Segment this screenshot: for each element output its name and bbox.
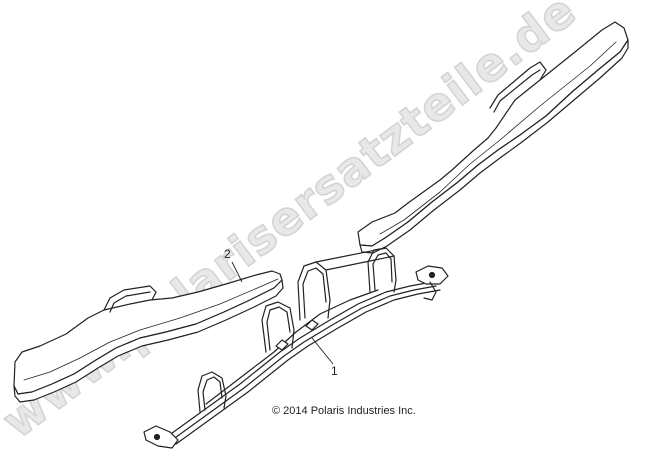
frame-assembly: [144, 248, 448, 448]
copyright-text: © 2014 Polaris Industries Inc.: [272, 405, 416, 417]
watermark-text: www.polarisersatzteile.de: [0, 0, 587, 450]
callout-label-2: 2: [224, 247, 231, 261]
callout-leader-2: [231, 261, 243, 283]
upper-right-pad: [358, 22, 628, 253]
left-pad: [14, 271, 283, 402]
callout-label-1: 1: [331, 364, 338, 378]
callout-leader-1: [311, 337, 334, 365]
